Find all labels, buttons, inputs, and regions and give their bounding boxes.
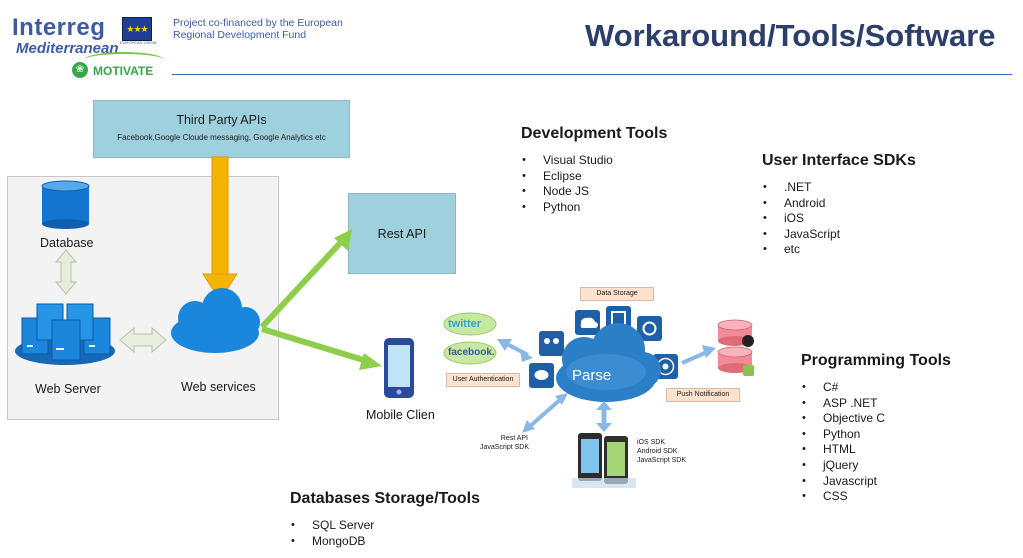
mobile-sdk-line-1: iOS SDK bbox=[637, 439, 666, 446]
development-tools-section: Development Tools Visual Studio Eclipse … bbox=[521, 125, 667, 215]
web-services-label: Web services bbox=[181, 380, 256, 394]
ui-sdks-title: User Interface SDKs bbox=[762, 152, 916, 169]
parse-arrow-rest bbox=[526, 396, 564, 430]
smartphones-icon bbox=[572, 433, 636, 488]
list-item: .NET bbox=[762, 180, 916, 196]
web-server-icon bbox=[15, 303, 115, 365]
server-services-arrow bbox=[119, 326, 167, 354]
green-arrow-mobile bbox=[261, 326, 371, 365]
list-item: etc bbox=[762, 242, 916, 258]
list-item: HTML bbox=[801, 442, 951, 458]
twitter-label: twitter bbox=[448, 318, 481, 330]
programming-tools-list: C# ASP .NET Objective C Python HTML jQue… bbox=[801, 380, 951, 505]
database-icon bbox=[41, 180, 90, 229]
databases-list: SQL Server MongoDB bbox=[290, 518, 480, 549]
rest-api-box: Rest API bbox=[348, 193, 456, 274]
cloud-storage-icon bbox=[717, 319, 753, 373]
cofinanced-line-2: Regional Development Fund bbox=[173, 29, 307, 41]
list-item: Python bbox=[801, 427, 951, 443]
orange-arrow-shaft bbox=[211, 156, 229, 276]
rest-sdk-line-2: JavaScript SDK bbox=[480, 444, 530, 451]
mediterranean-logo-text: Mediterranean bbox=[16, 40, 119, 57]
third-party-apis-subtitle: Facebook,Google Cloude messaging, Google… bbox=[117, 133, 326, 142]
cofinanced-text: Project co-financed by the European Regi… bbox=[173, 17, 343, 41]
mobile-sdk-line-3: JavaScript SDK bbox=[637, 457, 687, 464]
cofinanced-line-1: Project co-financed by the European bbox=[173, 17, 343, 29]
data-storage-label: Data Storage bbox=[580, 287, 654, 301]
db-server-arrow bbox=[54, 249, 78, 295]
motivate-leaf-icon: ❀ bbox=[72, 62, 88, 78]
ui-sdks-section: User Interface SDKs .NET Android iOS Jav… bbox=[762, 152, 916, 258]
list-item: Eclipse bbox=[521, 169, 667, 185]
push-notification-label: Push Notification bbox=[666, 388, 740, 402]
orange-arrow-head bbox=[202, 273, 238, 301]
user-authentication-label: User Authentication bbox=[446, 373, 520, 387]
list-item: Android bbox=[762, 196, 916, 212]
databases-section: Databases Storage/Tools SQL Server Mongo… bbox=[290, 490, 480, 549]
web-server-label: Web Server bbox=[35, 382, 101, 396]
facebook-label: facebook. bbox=[448, 347, 495, 358]
mobile-sdk-label: iOS SDK Android SDK JavaScript SDK bbox=[637, 438, 686, 465]
list-item: SQL Server bbox=[290, 518, 480, 534]
programming-tools-title: Programming Tools bbox=[801, 352, 951, 369]
motivate-logo-text: MOTIVATE bbox=[93, 64, 154, 78]
apple-icon bbox=[742, 335, 754, 347]
logo-swoosh bbox=[84, 52, 164, 68]
green-arrowhead-mobile bbox=[359, 353, 382, 370]
location-tile-icon bbox=[637, 316, 662, 341]
list-item: jQuery bbox=[801, 458, 951, 474]
list-item: C# bbox=[801, 380, 951, 396]
green-arrowhead-rest bbox=[334, 229, 352, 251]
mobile-sdk-line-2: Android SDK bbox=[637, 448, 678, 455]
mobile-client-label: Mobile Clien bbox=[366, 408, 435, 422]
page-title: Workaround/Tools/Software bbox=[585, 18, 996, 53]
mobile-phone-icon bbox=[384, 338, 414, 398]
eu-flag-icon: ★★★ bbox=[122, 17, 152, 41]
android-icon bbox=[743, 365, 754, 376]
parse-label: Parse bbox=[572, 367, 612, 384]
list-item: Node JS bbox=[521, 184, 667, 200]
list-item: iOS bbox=[762, 211, 916, 227]
list-item: JavaScript bbox=[762, 227, 916, 243]
rest-sdk-label: Rest API JavaScript SDK bbox=[480, 434, 530, 452]
rest-sdk-line-1: Rest API bbox=[500, 435, 528, 442]
rest-api-label: Rest API bbox=[377, 227, 427, 241]
list-item: MongoDB bbox=[290, 534, 480, 550]
development-tools-title: Development Tools bbox=[521, 125, 668, 142]
interreg-logo-text: Interreg bbox=[12, 14, 106, 41]
eu-caption: EUROPEAN UNION bbox=[120, 40, 157, 45]
list-item: Javascript bbox=[801, 474, 951, 490]
parse-arrow-storage bbox=[681, 350, 708, 365]
ui-sdks-list: .NET Android iOS JavaScript etc bbox=[762, 180, 916, 258]
facebook-icon bbox=[443, 341, 497, 365]
header-divider bbox=[172, 74, 1012, 75]
twitter-icon bbox=[443, 312, 497, 336]
list-item: Objective C bbox=[801, 411, 951, 427]
web-services-cloud-icon bbox=[171, 288, 260, 353]
development-tools-list: Visual Studio Eclipse Node JS Python bbox=[521, 153, 667, 215]
green-arrow-rest bbox=[259, 237, 346, 330]
database-label: Database bbox=[40, 236, 94, 250]
list-item: Visual Studio bbox=[521, 153, 667, 169]
databases-title: Databases Storage/Tools bbox=[290, 490, 480, 507]
programming-tools-section: Programming Tools C# ASP .NET Objective … bbox=[801, 352, 951, 505]
list-item: ASP .NET bbox=[801, 396, 951, 412]
third-party-apis-title: Third Party APIs bbox=[176, 113, 267, 127]
users-tile-icon bbox=[539, 331, 564, 356]
third-party-apis-box: Third Party APIs Facebook,Google Cloude … bbox=[93, 100, 350, 158]
list-item: CSS bbox=[801, 489, 951, 505]
list-item: Python bbox=[521, 200, 667, 216]
parse-diagram bbox=[443, 306, 754, 488]
